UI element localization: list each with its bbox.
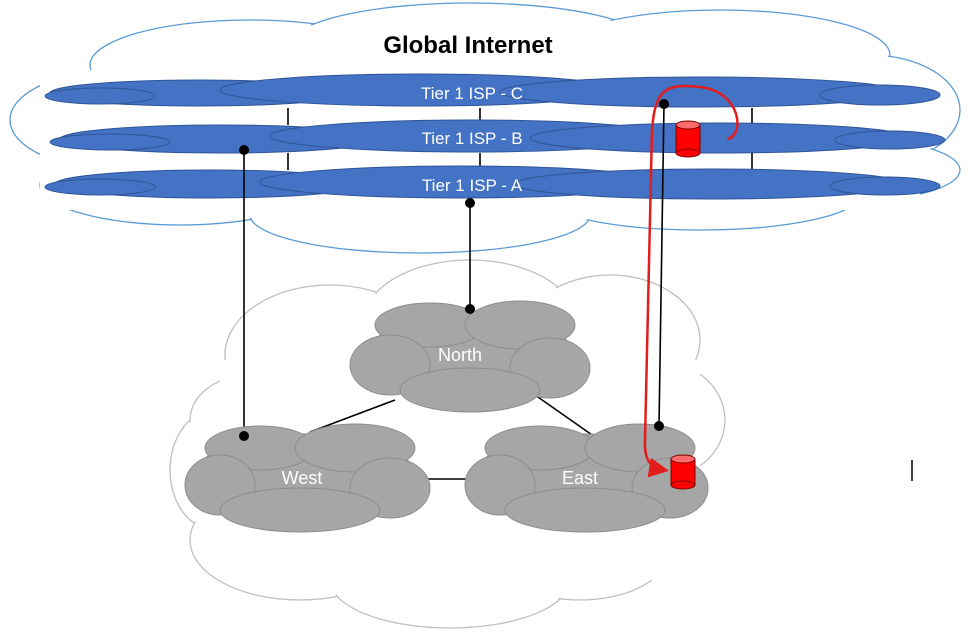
isp-label-a: Tier 1 ISP - A xyxy=(422,176,523,195)
diagram-title: Global Internet xyxy=(383,32,552,59)
region-label-east: East xyxy=(562,468,598,488)
isp-label-c: Tier 1 ISP - C xyxy=(421,84,523,103)
connection-points xyxy=(239,99,669,441)
region-label-west: West xyxy=(282,468,323,488)
uplink-lines xyxy=(243,103,665,436)
isp-label-b: Tier 1 ISP - B xyxy=(421,129,522,148)
region-cloud-north xyxy=(349,300,591,413)
traffic-route-path xyxy=(643,84,739,478)
isp-cloud-a xyxy=(44,165,941,200)
database-icon xyxy=(675,120,701,158)
database-icon xyxy=(670,454,696,490)
isp-cloud-b xyxy=(49,119,946,154)
region-cloud-west xyxy=(184,423,431,533)
region-label-north: North xyxy=(438,345,482,365)
isp-cloud-c xyxy=(44,73,941,108)
